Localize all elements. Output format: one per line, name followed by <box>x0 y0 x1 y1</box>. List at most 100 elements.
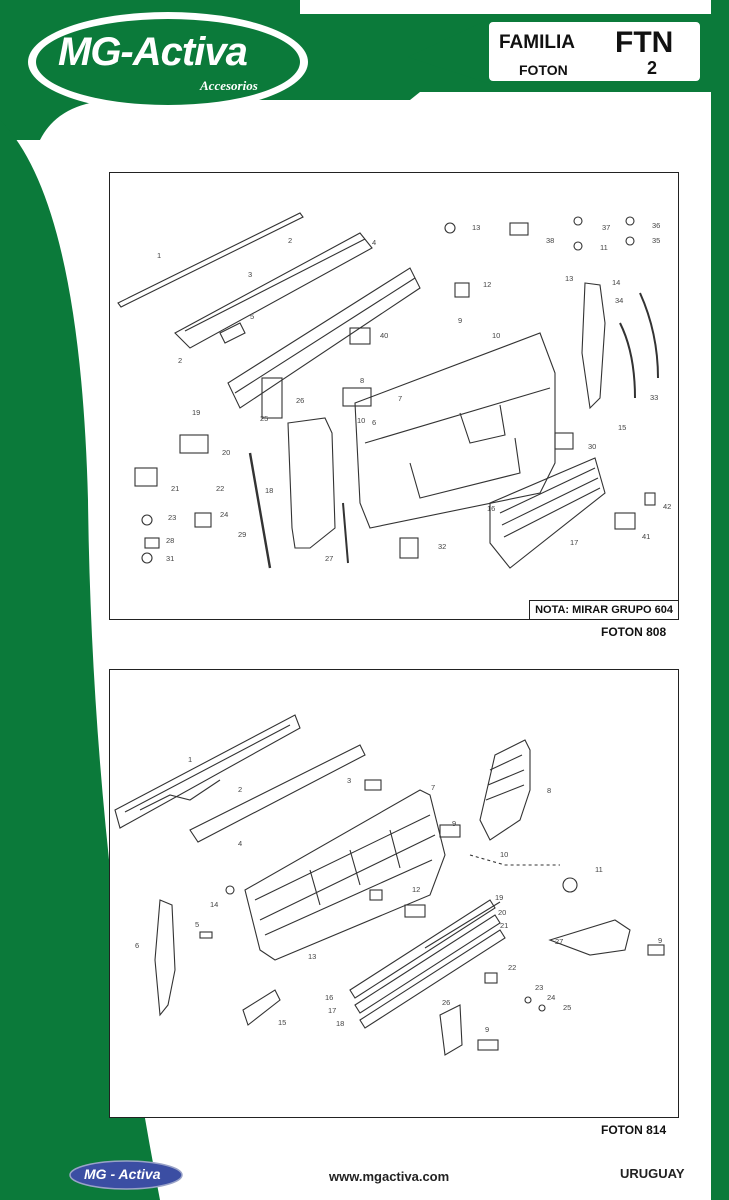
part-number-label: 37 <box>602 223 610 232</box>
part-number-label: 38 <box>546 236 554 245</box>
part-top-frame <box>114 714 301 829</box>
part-number-label: 25 <box>563 1003 571 1012</box>
part-number-label: 26 <box>442 998 450 1007</box>
logo-text: MG-Activa <box>58 30 248 74</box>
part-number-label: 9 <box>458 316 462 325</box>
part-number-label: 33 <box>650 393 658 402</box>
part-number-label: 7 <box>398 394 402 403</box>
caption-foton-808: FOTON 808 <box>601 625 667 639</box>
part-number-label: 20 <box>222 448 230 457</box>
part-number-label: 22 <box>508 963 516 972</box>
part-number-label: 30 <box>588 442 596 451</box>
part-number-label: 40 <box>380 331 388 340</box>
part-number-label: 27 <box>325 554 333 563</box>
front-panel <box>354 332 556 529</box>
pillar <box>287 417 336 549</box>
part-number-label: 8 <box>547 786 551 795</box>
part-number-label: 20 <box>498 908 506 917</box>
caption-foton-814: FOTON 814 <box>601 1123 667 1137</box>
part-number-label: 24 <box>547 993 555 1002</box>
part-number-label: 2 <box>288 236 292 245</box>
footer-logo-text: MG - Activa <box>84 1166 161 1182</box>
part-number-label: 1 <box>157 251 161 260</box>
part-number-label: 36 <box>652 221 660 230</box>
part-number-label: 19 <box>192 408 200 417</box>
part-number-label: 32 <box>438 542 446 551</box>
country-label: URUGUAY <box>620 1166 685 1181</box>
part-number-label: 2 <box>238 785 242 794</box>
part-number-label: 14 <box>612 278 620 287</box>
logo-subtext: Accesorios <box>200 78 258 93</box>
part-number-label: 18 <box>265 486 273 495</box>
part-number-label: 10 <box>357 416 365 425</box>
grille <box>489 457 606 569</box>
family-label: FAMILIA <box>499 32 575 53</box>
part-number-label: 16 <box>487 504 495 513</box>
part-number-label: 25 <box>260 414 268 423</box>
part-number-label: 13 <box>565 274 573 283</box>
part-number-label: 26 <box>296 396 304 405</box>
part-number-label: 28 <box>166 536 174 545</box>
part-number-label: 35 <box>652 236 660 245</box>
part-number-label: 8 <box>360 376 364 385</box>
website-link[interactable]: www.mgactiva.com <box>329 1169 450 1184</box>
part-number-label: 31 <box>166 554 174 563</box>
part-strip <box>117 212 304 308</box>
part-number-label: 23 <box>535 983 543 992</box>
part-number-label: 1 <box>188 755 192 764</box>
part-number-label: 24 <box>220 510 228 519</box>
group-number: 2 <box>647 58 658 78</box>
part-number-label: 9 <box>658 936 662 945</box>
part-number-label: 11 <box>600 243 608 252</box>
brand-label: FOTON <box>519 62 568 78</box>
part-number-label: 5 <box>195 920 199 929</box>
part-number-label: 16 <box>325 993 333 1002</box>
family-box: FAMILIA FTN FOTON 2 <box>487 20 702 83</box>
part-number-label: 15 <box>278 1018 286 1027</box>
part-number-label: 34 <box>615 296 623 305</box>
part-number-label: 18 <box>336 1019 344 1028</box>
part-number-label: 21 <box>500 921 508 930</box>
family-code: FTN <box>615 26 674 59</box>
left-stripe <box>0 120 160 1200</box>
part-number-label: 13 <box>308 952 316 961</box>
part-number-label: 21 <box>171 484 179 493</box>
part-number-label: 12 <box>483 280 491 289</box>
part-number-label: 3 <box>347 776 351 785</box>
footer-logo-oval <box>69 1160 183 1190</box>
note-box: NOTA: MIRAR GRUPO 604 <box>529 600 678 619</box>
part-number-label: 4 <box>238 839 242 848</box>
part-number-label: 10 <box>492 331 500 340</box>
part-number-label: 23 <box>168 513 176 522</box>
part-number-label: 11 <box>595 865 603 874</box>
part-number-label: 12 <box>412 885 420 894</box>
part-number-label: 9 <box>452 819 456 828</box>
logo-oval <box>36 19 300 105</box>
part-number-label: 7 <box>431 783 435 792</box>
part-number-label: 27 <box>555 937 563 946</box>
right-stripe <box>711 0 729 1200</box>
part-number-label: 17 <box>570 538 578 547</box>
part-number-label: 29 <box>238 530 246 539</box>
part-number-label: 10 <box>500 850 508 859</box>
part-number-label: 2 <box>178 356 182 365</box>
part-number-label: 22 <box>216 484 224 493</box>
part-number-label: 15 <box>618 423 626 432</box>
part-number-label: 13 <box>472 223 480 232</box>
part-number-label: 6 <box>135 941 139 950</box>
part-number-label: 17 <box>328 1006 336 1015</box>
part-number-label: 4 <box>372 238 376 247</box>
part-number-label: 19 <box>495 893 503 902</box>
part-number-label: 42 <box>663 502 671 511</box>
main-grille-panel <box>244 789 446 961</box>
part-number-label: 14 <box>210 900 218 909</box>
part-number-label: 41 <box>642 532 650 541</box>
part-number-label: 5 <box>250 312 254 321</box>
family-arrow <box>408 20 487 83</box>
part-number-label: 6 <box>372 418 376 427</box>
part-number-label: 3 <box>248 270 252 279</box>
